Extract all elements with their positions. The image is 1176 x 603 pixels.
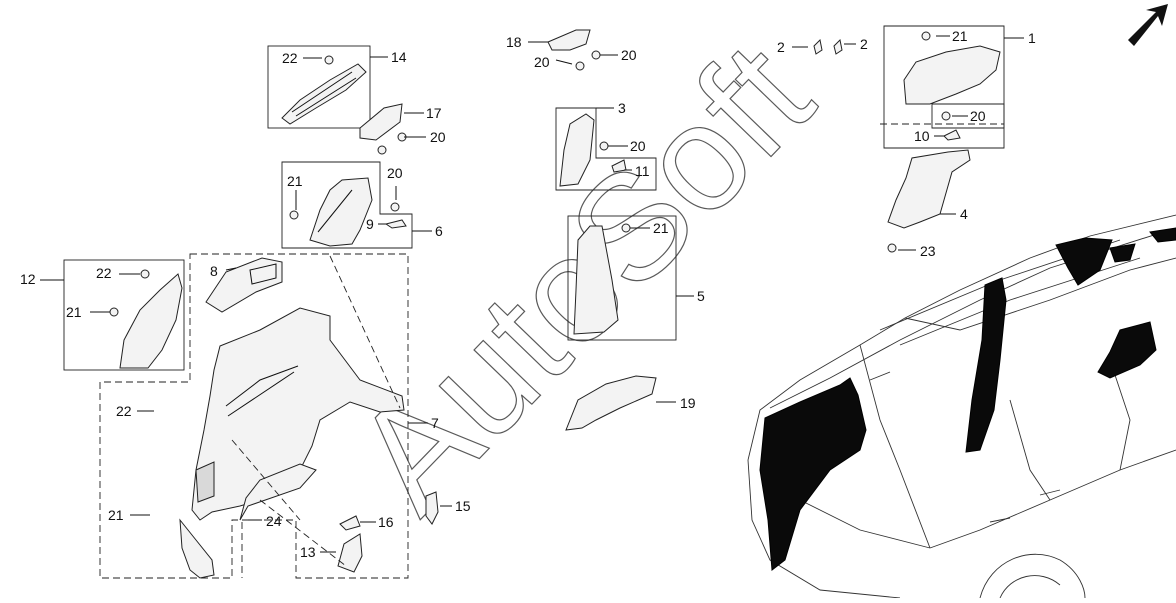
callout-16: 16 <box>378 514 394 530</box>
callout-21: 21 <box>287 173 303 189</box>
callout-17: 17 <box>426 105 442 121</box>
leader-lines <box>40 35 1024 553</box>
group-frames <box>63 25 1005 579</box>
callout-19: 19 <box>680 395 696 411</box>
part-15-bracket <box>425 491 439 525</box>
part-14-rail <box>281 55 367 125</box>
callout-20: 20 <box>970 108 986 124</box>
callout-10: 10 <box>914 128 930 144</box>
callout-20: 20 <box>430 129 446 145</box>
callout-12: 12 <box>20 271 36 287</box>
part-19-trim <box>565 375 657 431</box>
callout-7: 7 <box>431 415 439 431</box>
callout-18: 18 <box>506 34 522 50</box>
part-8-mirror <box>205 257 283 313</box>
callout-24: 24 <box>266 513 282 529</box>
callout-21: 21 <box>952 28 968 44</box>
part-16-clip <box>339 515 361 531</box>
callout-6: 6 <box>435 223 443 239</box>
callout-20: 20 <box>630 138 646 154</box>
callout-2: 2 <box>860 36 868 52</box>
part-17-bracket <box>359 103 407 155</box>
vehicle-outline <box>747 214 1176 599</box>
callout-15: 15 <box>455 498 471 514</box>
part-1-trim <box>903 31 1001 141</box>
part-13-cover <box>337 533 363 573</box>
callout-4: 4 <box>960 206 968 222</box>
callout-9: 9 <box>366 216 374 232</box>
part-12-panel <box>109 269 183 369</box>
direction-arrow-icon <box>1128 4 1168 46</box>
callout-20: 20 <box>387 165 403 181</box>
callout-21: 21 <box>653 220 669 236</box>
callout-3: 3 <box>618 100 626 116</box>
callout-5: 5 <box>697 288 705 304</box>
callout-11: 11 <box>635 163 650 179</box>
part-6-pillar <box>289 177 407 247</box>
callout-22: 22 <box>96 265 112 281</box>
callout-8: 8 <box>210 263 218 279</box>
guide-lines <box>231 123 1004 578</box>
part-2-clips <box>813 38 843 55</box>
callout-2: 2 <box>777 39 785 55</box>
part-7-quarter-panel <box>179 307 405 579</box>
callout-21: 21 <box>66 304 82 320</box>
callout-13: 13 <box>300 544 316 560</box>
part-4-pillar <box>887 149 971 253</box>
callout-20: 20 <box>534 54 550 70</box>
callout-22: 22 <box>116 403 132 419</box>
part-18-handle <box>547 29 601 71</box>
callout-23: 23 <box>920 243 936 259</box>
part-5-pillar <box>573 223 631 335</box>
callout-22: 22 <box>282 50 298 66</box>
callout-20: 20 <box>621 47 637 63</box>
callouts: 22 14 17 20 21 20 9 6 12 22 21 8 7 22 21… <box>20 28 1036 560</box>
callout-14: 14 <box>391 49 407 65</box>
callout-21: 21 <box>108 507 124 523</box>
callout-1: 1 <box>1028 30 1036 46</box>
